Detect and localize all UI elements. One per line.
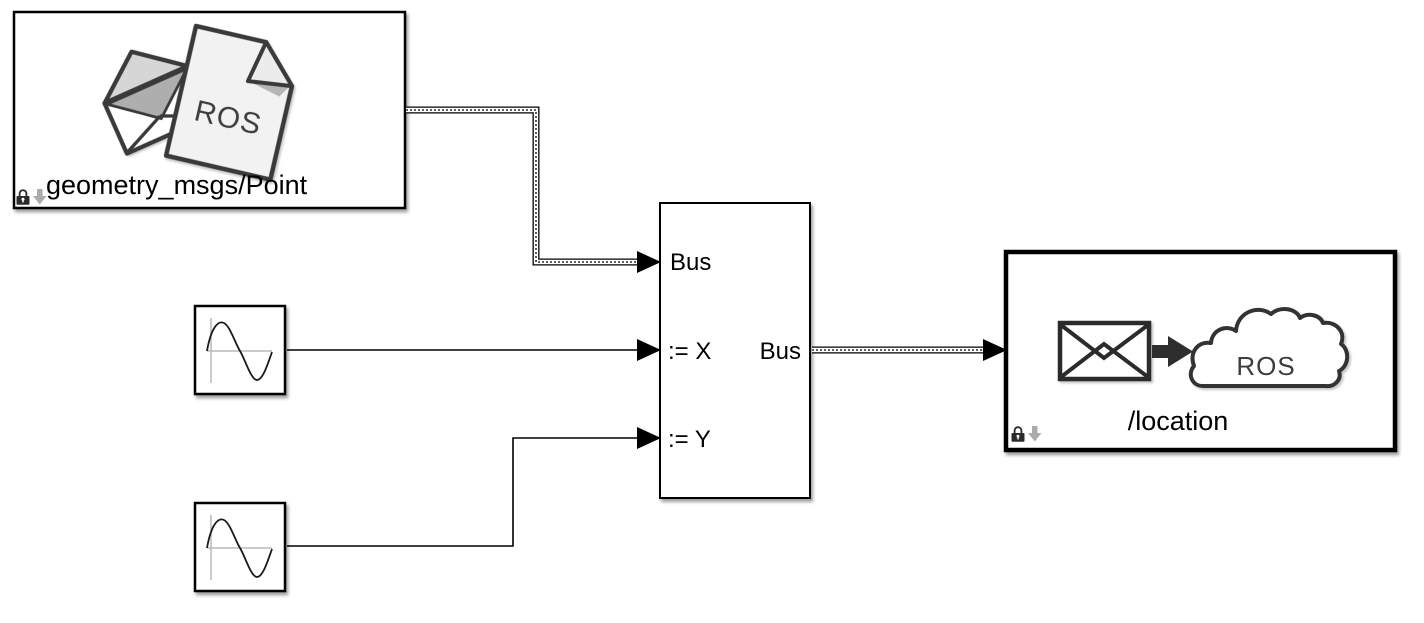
- bus-assignment-body[interactable]: [659, 202, 811, 499]
- ros-document-icon: ROS: [163, 23, 295, 182]
- signal-line-sine2-to-y[interactable]: [287, 427, 661, 547]
- arrow-icon: [1152, 336, 1193, 367]
- ros-cloud-label: ROS: [1236, 351, 1295, 381]
- bus-line-bus-assignment-to-publish[interactable]: [812, 339, 1007, 361]
- ros-cloud-icon: ROS: [1188, 307, 1350, 389]
- block-sine-wave-2[interactable]: [193, 501, 287, 593]
- block-blank-message[interactable]: ROS geometry_msgs/Point: [12, 10, 407, 210]
- arrowhead-icon: [637, 251, 661, 273]
- sine-wave-icon: [193, 501, 287, 593]
- arrowhead-icon: [983, 339, 1007, 361]
- input-port-label-y: := Y: [668, 426, 711, 453]
- signal-line-sine1-to-x[interactable]: [287, 339, 661, 361]
- output-port-label-bus: Bus: [760, 338, 801, 365]
- blank-message-label: geometry_msgs/Point: [46, 170, 308, 200]
- block-bus-assignment[interactable]: Bus := X := Y Bus: [659, 202, 811, 499]
- input-port-label-bus: Bus: [670, 249, 711, 276]
- block-publish[interactable]: ROS /location: [1003, 249, 1398, 453]
- arrowhead-icon: [637, 339, 661, 361]
- block-sine-wave-1[interactable]: [193, 304, 287, 396]
- input-port-label-x: := X: [668, 338, 711, 365]
- bus-line-message-to-bus-assignment[interactable]: [406, 106, 661, 273]
- arrowhead-icon: [637, 427, 661, 449]
- closed-envelope-icon: [1057, 320, 1152, 382]
- publish-label: /location: [1128, 406, 1229, 436]
- sine-wave-icon: [193, 304, 287, 396]
